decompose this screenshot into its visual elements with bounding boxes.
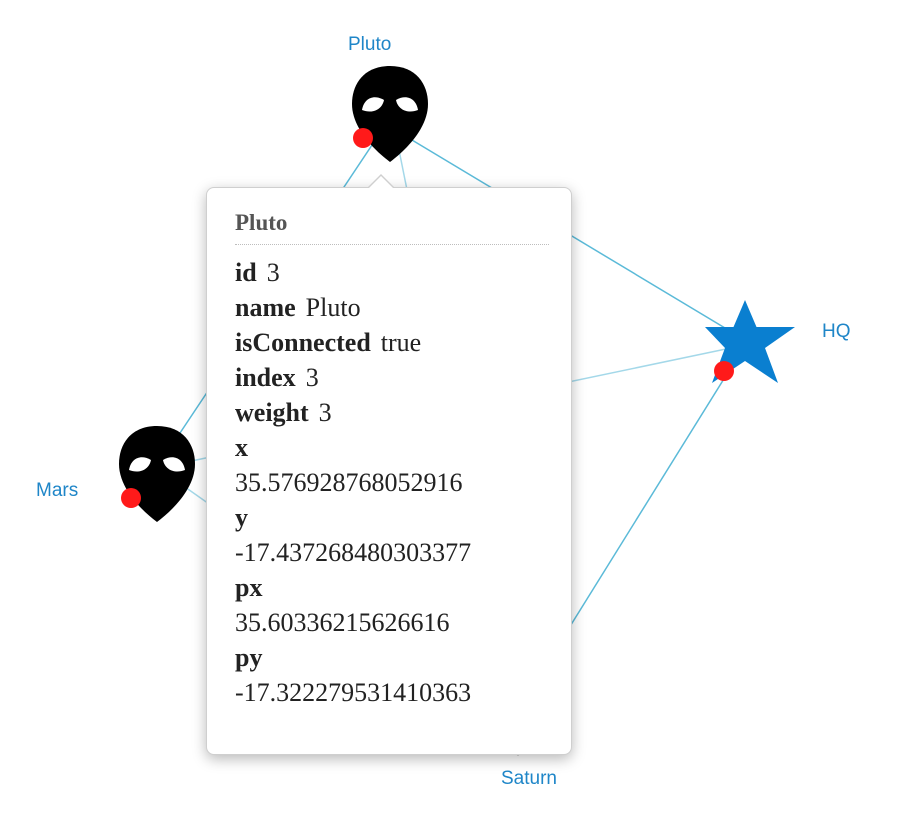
tooltip-row-py: py-17.322279531410363 xyxy=(235,643,472,707)
node-label-hq: HQ xyxy=(822,321,851,342)
status-dot xyxy=(353,128,373,148)
node-label-pluto: Pluto xyxy=(348,34,392,55)
node-label-mars: Mars xyxy=(36,480,79,501)
tooltip-row-y: y-17.437268480303377 xyxy=(235,503,472,567)
status-dot xyxy=(121,488,141,508)
tooltip-title: Pluto xyxy=(235,210,549,245)
node-pluto[interactable] xyxy=(352,66,428,162)
node-hq[interactable] xyxy=(705,300,795,383)
node-label-saturn: Saturn xyxy=(501,768,557,789)
node-mars[interactable] xyxy=(119,426,195,522)
status-dot xyxy=(714,361,734,381)
